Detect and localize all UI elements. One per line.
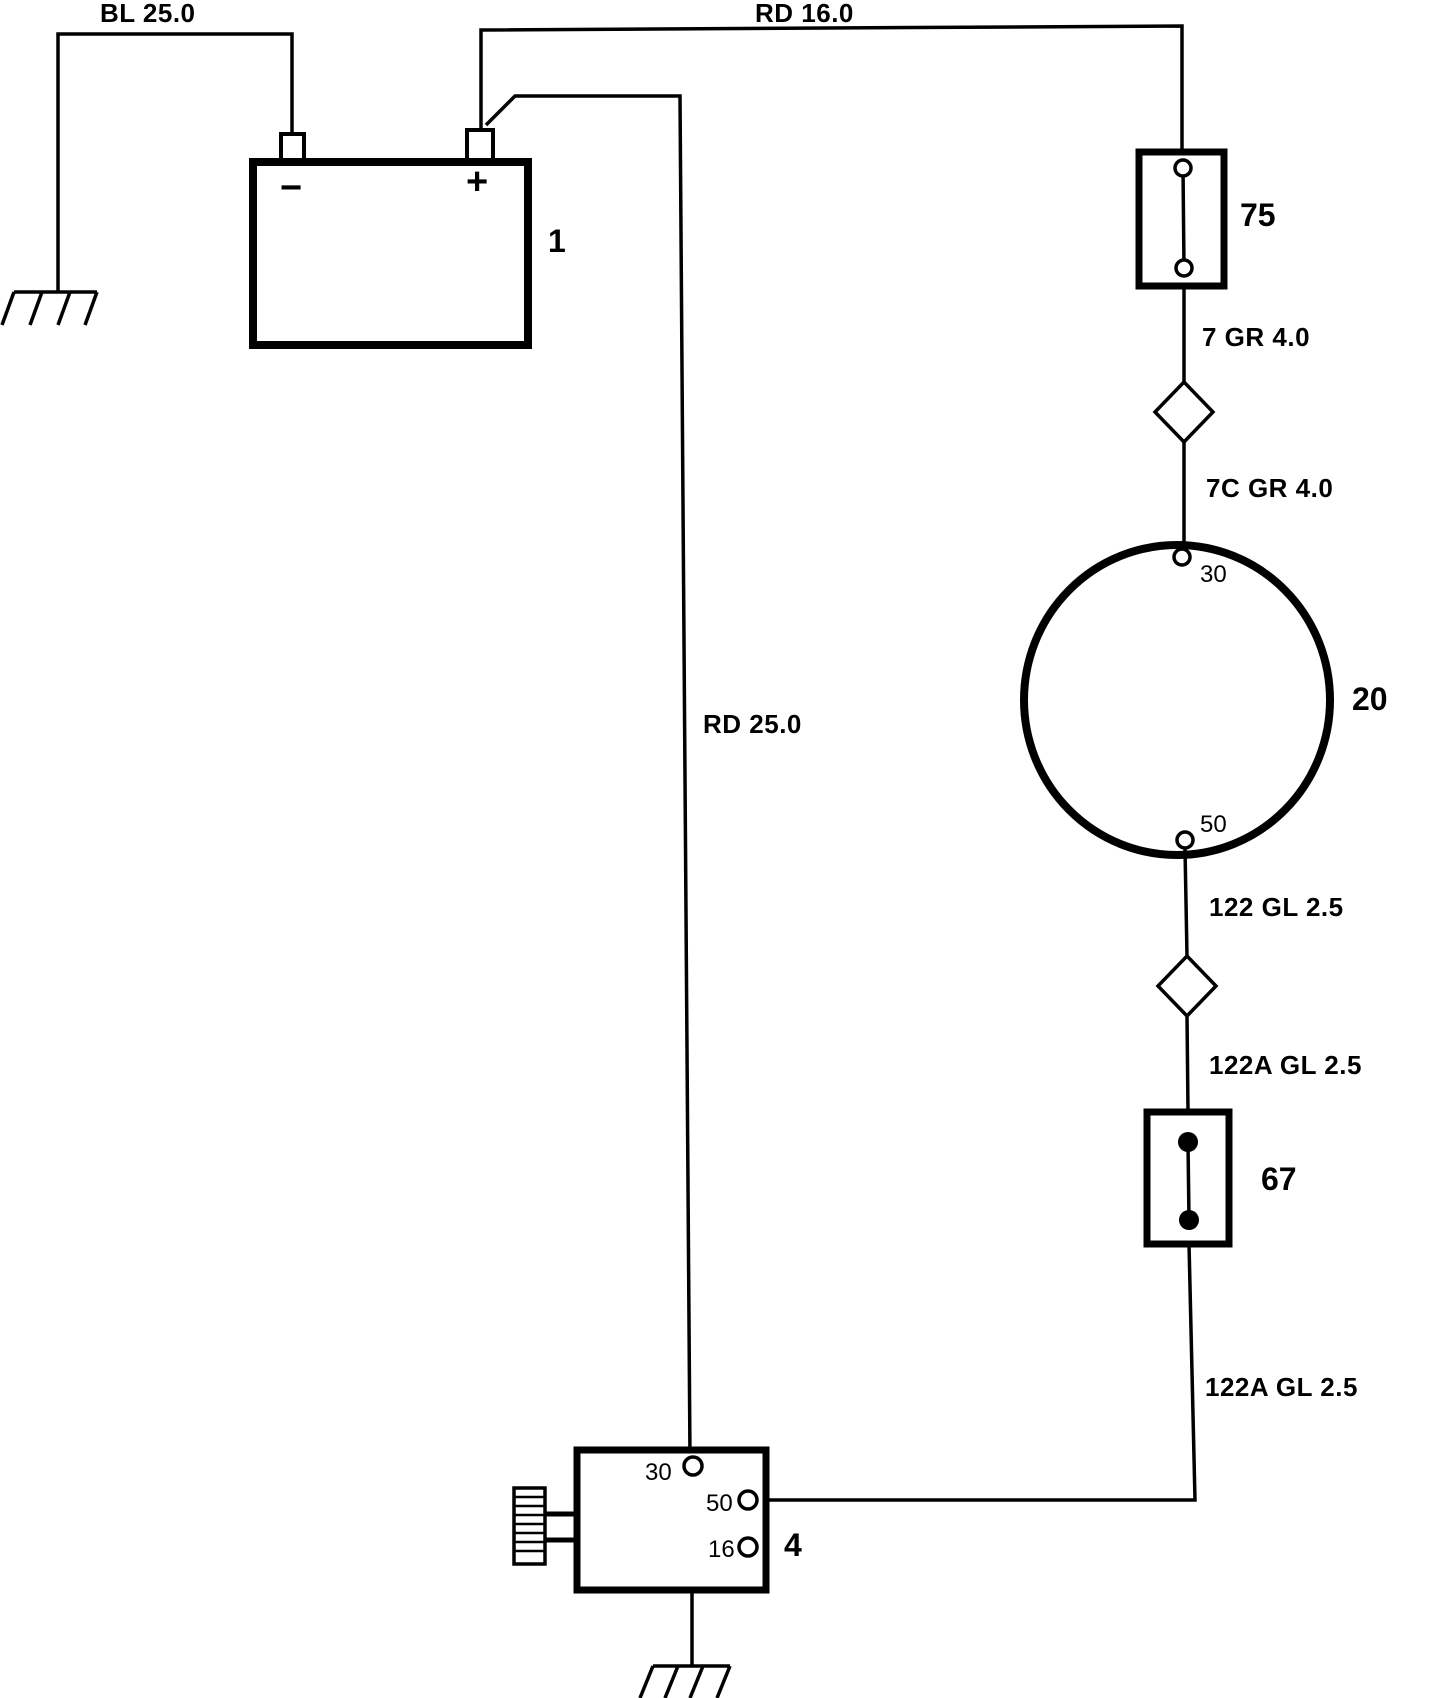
wire-122-gl: [1183, 847, 1189, 957]
battery-negative-sign: −: [280, 167, 302, 209]
wire-label-7c-gr: 7C GR 4.0: [1206, 473, 1333, 503]
wire-label-rd-16: RD 16.0: [755, 0, 854, 28]
ground-symbol-top: [0, 290, 99, 326]
starter-motor: [1020, 541, 1334, 859]
wire-122a-gl-upper: [1185, 1015, 1190, 1111]
connector-diamond-bottom: [1155, 953, 1219, 1019]
wire-122a-gl-lower: [754, 1243, 1197, 1502]
wire-label-122a-gl-lower: 122A GL 2.5: [1205, 1372, 1358, 1402]
battery: [249, 128, 532, 349]
battery-label: 1: [548, 223, 566, 259]
ignition-pin-30: 30: [645, 1459, 672, 1486]
battery-positive-sign: +: [466, 161, 488, 203]
wire-label-7-gr: 7 GR 4.0: [1202, 322, 1310, 352]
starter-pin-50: 50: [1200, 811, 1227, 838]
starter-motor-label: 20: [1352, 681, 1388, 717]
wire-label-bl-25: BL 25.0: [100, 0, 196, 28]
ignition-pin-16: 16: [708, 1536, 735, 1563]
wire-rd-16: [479, 24, 1184, 150]
wire-label-122-gl: 122 GL 2.5: [1209, 892, 1344, 922]
wire-label-rd-25: RD 25.0: [703, 709, 802, 739]
starter-pin-30: 30: [1200, 561, 1227, 588]
ignition-switch-label: 4: [784, 1527, 802, 1563]
ignition-switch: [512, 1446, 770, 1594]
fuse-67: [1143, 1108, 1233, 1248]
ground-wire-battery-negative: [56, 32, 294, 292]
ground-symbol-bottom: [638, 1664, 732, 1698]
connector-diamond-top: [1152, 379, 1216, 445]
fuse-75: [1135, 148, 1228, 290]
fuse-67-label: 67: [1261, 1161, 1297, 1197]
wire-rd-25: [484, 94, 692, 1459]
ignition-pin-50: 50: [706, 1490, 733, 1517]
wire-label-122a-gl-upper: 122A GL 2.5: [1209, 1050, 1362, 1080]
fuse-75-label: 75: [1240, 197, 1276, 233]
